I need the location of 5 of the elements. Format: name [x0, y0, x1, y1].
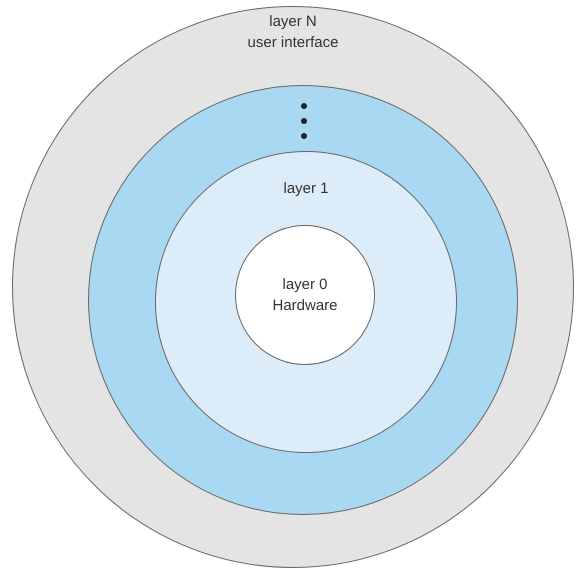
layer-label: layer 0 [282, 275, 328, 295]
layer-label: layer 1 [283, 179, 329, 199]
layer-label: user interface [248, 33, 338, 53]
layer-label: layer N [269, 12, 317, 32]
layer-label: Hardware [272, 296, 338, 316]
